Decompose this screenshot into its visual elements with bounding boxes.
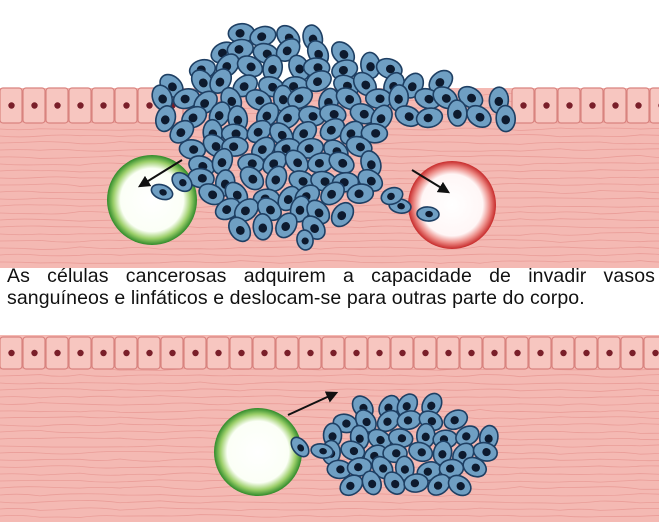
epithelial-nucleus bbox=[146, 350, 152, 356]
epithelium-bottom bbox=[0, 337, 659, 369]
epithelial-nucleus bbox=[566, 102, 572, 108]
epithelial-nucleus bbox=[491, 350, 497, 356]
metastasis-diagram bbox=[0, 335, 659, 522]
epithelial-nucleus bbox=[422, 350, 428, 356]
epithelial-nucleus bbox=[520, 102, 526, 108]
epithelial-nucleus bbox=[123, 350, 129, 356]
epithelial-nucleus bbox=[606, 350, 612, 356]
epithelial-nucleus bbox=[8, 350, 14, 356]
epithelial-nucleus bbox=[468, 350, 474, 356]
epithelial-nucleus bbox=[514, 350, 520, 356]
epithelial-nucleus bbox=[31, 102, 37, 108]
epithelial-nucleus bbox=[445, 350, 451, 356]
epithelial-nucleus bbox=[353, 350, 359, 356]
epithelial-nucleus bbox=[100, 350, 106, 356]
epithelial-nucleus bbox=[8, 102, 14, 108]
epithelial-nucleus bbox=[238, 350, 244, 356]
epithelial-nucleus bbox=[77, 350, 83, 356]
epithelial-nucleus bbox=[284, 350, 290, 356]
epithelial-nucleus bbox=[192, 350, 198, 356]
epithelial-nucleus bbox=[54, 102, 60, 108]
lymphatic-vessel-bottom bbox=[214, 408, 302, 496]
epithelial-nucleus bbox=[635, 102, 641, 108]
epithelial-nucleus bbox=[537, 350, 543, 356]
epithelial-nucleus bbox=[307, 350, 313, 356]
metastasis-illustration bbox=[0, 335, 659, 522]
epithelial-nucleus bbox=[543, 102, 549, 108]
caption-text: As células cancerosas adquirem a capacid… bbox=[7, 266, 655, 309]
epithelial-nucleus bbox=[629, 350, 635, 356]
epithelial-nucleus bbox=[77, 102, 83, 108]
epithelial-nucleus bbox=[261, 350, 267, 356]
epithelial-nucleus bbox=[215, 350, 221, 356]
epithelial-nucleus bbox=[146, 102, 152, 108]
invasion-illustration bbox=[0, 0, 659, 268]
epithelial-nucleus bbox=[330, 350, 336, 356]
epithelial-nucleus bbox=[589, 102, 595, 108]
epithelial-nucleus bbox=[169, 350, 175, 356]
epithelial-nucleus bbox=[100, 102, 106, 108]
epithelial-nucleus bbox=[652, 350, 658, 356]
epithelial-nucleus bbox=[612, 102, 618, 108]
cancer-cell bbox=[253, 213, 273, 240]
blood-vessel bbox=[408, 161, 496, 249]
cancer-cell bbox=[417, 206, 440, 221]
epithelial-nucleus bbox=[399, 350, 405, 356]
epithelial-nucleus bbox=[54, 350, 60, 356]
epithelial-nucleus bbox=[560, 350, 566, 356]
tumor-invasion-diagram bbox=[0, 0, 659, 268]
cancer-cell bbox=[496, 105, 516, 132]
epithelial-cell bbox=[650, 88, 659, 123]
lymphatic-vessel bbox=[107, 155, 197, 245]
epithelial-nucleus bbox=[123, 102, 129, 108]
epithelium-right bbox=[512, 88, 659, 123]
epithelial-nucleus bbox=[376, 350, 382, 356]
epithelial-nucleus bbox=[583, 350, 589, 356]
epithelial-nucleus bbox=[31, 350, 37, 356]
